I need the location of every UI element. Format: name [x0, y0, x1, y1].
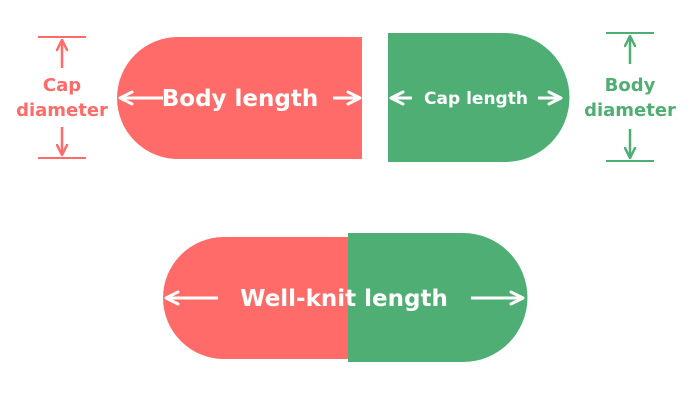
assembled-body-fill	[163, 237, 348, 359]
cap-diameter-label-line1: Cap	[43, 75, 81, 96]
body-length-label: Body length	[162, 86, 319, 112]
well-knit-length-label: Well-knit length	[240, 286, 448, 312]
capsule-body-shape	[117, 37, 362, 159]
body-diameter-label-line1: Body	[605, 75, 656, 96]
cap-diameter-label-line2: diameter	[16, 100, 108, 121]
body-fill	[117, 37, 362, 159]
assembled-cap-fill	[348, 233, 528, 362]
assembled-capsule-shape	[163, 233, 528, 362]
body-diameter-label-line2: diameter	[584, 100, 676, 121]
cap-fill	[388, 33, 570, 162]
cap-length-label: Cap length	[424, 89, 528, 109]
capsule-cap-shape	[388, 33, 570, 162]
